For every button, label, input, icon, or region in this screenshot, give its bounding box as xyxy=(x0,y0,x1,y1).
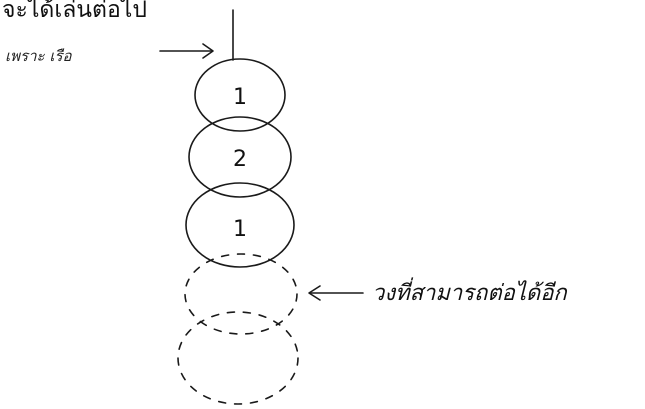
circle-5-dashed xyxy=(177,311,299,405)
title-text: จะได้เล่นต่อไป xyxy=(2,0,147,23)
top-note: เพราะ เรือ xyxy=(5,47,73,65)
circle-3: 1 xyxy=(185,182,295,268)
circle-3-number: 1 xyxy=(233,217,247,242)
circle-2: 2 xyxy=(188,116,292,198)
top-arrow xyxy=(159,43,214,59)
side-label: วงที่สามารถต่อได้อีก xyxy=(372,277,568,306)
circle-1: 1 xyxy=(194,58,286,132)
circle-4-dashed xyxy=(184,253,298,335)
circle-1-number: 1 xyxy=(233,85,247,110)
side-arrow xyxy=(308,285,364,301)
circle-2-number: 2 xyxy=(233,147,247,172)
